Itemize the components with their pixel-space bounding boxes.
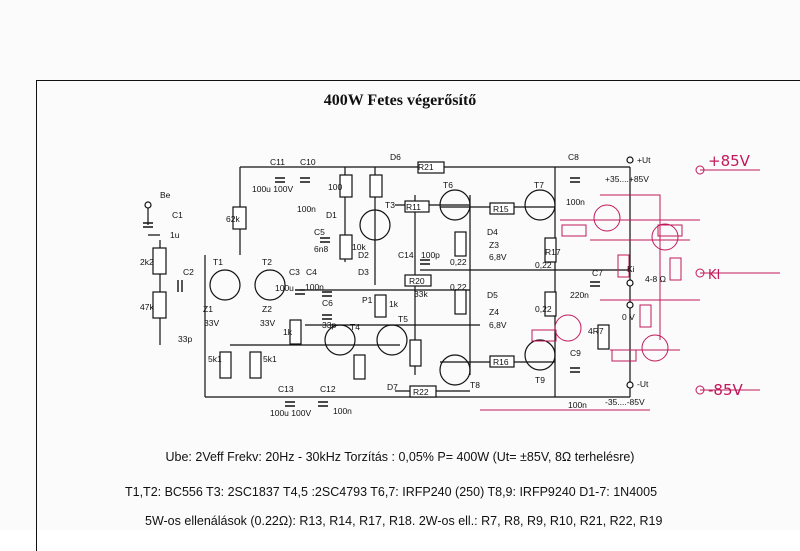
t6-label: T6 — [443, 180, 453, 190]
r-47k: 47k — [140, 302, 154, 312]
r16-label: R16 — [493, 357, 509, 367]
supply-neg-range: -35....-85V — [605, 397, 645, 407]
c7-name: C7 — [592, 268, 603, 278]
r-2k2: 2k2 — [140, 257, 154, 267]
handwritten-ki: KI — [708, 268, 720, 283]
z4-name: Z4 — [489, 307, 499, 317]
input-label: Be — [160, 190, 171, 200]
c3-name: C3 — [289, 267, 300, 277]
d5-label: D5 — [487, 290, 498, 300]
t2-label: T2 — [262, 257, 272, 267]
output-label: Ki — [627, 264, 635, 274]
r-10k: 10k — [352, 242, 366, 252]
ground-label: 0 V — [622, 312, 635, 322]
spec-line-3: 5W-os ellenálások (0.22Ω): R13, R14, R17… — [145, 514, 663, 528]
d4-label: D4 — [487, 227, 498, 237]
t5-label: T5 — [398, 314, 408, 324]
c12-name: C12 — [320, 384, 336, 394]
z1-name: Z1 — [203, 304, 213, 314]
supply-neg-label: -Ut — [637, 379, 649, 389]
r-1k: 1k — [283, 327, 293, 337]
r15-label: R15 — [493, 204, 509, 214]
t1-label: T1 — [213, 257, 223, 267]
handwritten-pos: +85V — [708, 152, 751, 170]
handwritten-neg: -85V — [708, 381, 743, 399]
r-62k: 62k — [226, 214, 240, 224]
c11-value: 100u 100V — [252, 184, 293, 194]
d3-label: D3 — [358, 267, 369, 277]
t7-label: T7 — [534, 180, 544, 190]
c14-name: C14 — [398, 250, 414, 260]
c8-value: 100n — [566, 197, 585, 207]
r20-name: R20 — [409, 276, 425, 286]
p1-name: P1 — [362, 295, 373, 305]
c2-name: C2 — [183, 267, 194, 277]
r-5k1-a: 5k1 — [208, 354, 222, 364]
t8-label: T8 — [470, 380, 480, 390]
c10-value: 100n — [297, 204, 316, 214]
r21-label: R21 — [418, 162, 434, 172]
c12-value: 100n — [333, 406, 352, 416]
c11-name: C11 — [270, 157, 285, 167]
z1-value: 33V — [204, 318, 219, 328]
c3-value: 100u — [275, 283, 294, 293]
c4-name: C4 — [306, 267, 317, 277]
d2-label: D2 — [358, 250, 369, 260]
scanned-page — [0, 0, 800, 530]
c7-value: 220n — [570, 290, 589, 300]
c6-name: C6 — [322, 298, 333, 308]
circuit-schematic: Be C1 1u 2k2 47k C2 33p 62k C11 100u 100… — [140, 152, 780, 418]
r22-label: R22 — [413, 387, 429, 397]
r-0-22-b: 0,22 — [535, 260, 552, 270]
c13-value: 100u 100V — [270, 408, 311, 418]
r-0-22-a: 0,22 — [450, 257, 467, 267]
page-title: 400W Fetes végerősítő — [323, 92, 477, 109]
r-0-22-c: 0,22 — [450, 282, 467, 292]
d1-label: D1 — [326, 210, 337, 220]
c6-value: 33p — [322, 320, 336, 330]
supply-pos-label: +Ut — [637, 155, 651, 165]
c5-value: 6n8 — [314, 244, 328, 254]
z2-value: 33V — [260, 318, 275, 328]
document-frame — [36, 80, 800, 551]
t3-label: T3 — [385, 200, 395, 210]
r-4r7: 4R7 — [588, 326, 604, 336]
r11-label: R11 — [406, 202, 421, 212]
r-5k1-b: 5k1 — [263, 354, 277, 364]
supply-pos-range: +35....+85V — [605, 174, 649, 184]
spec-line-2: T1,T2: BC556 T3: 2SC1837 T4,5 :2SC4793 T… — [125, 485, 658, 499]
c1-value: 1u — [170, 230, 180, 240]
t4-label: T4 — [350, 322, 360, 332]
c14-value: 100p — [421, 250, 440, 260]
z2-name: Z2 — [262, 304, 272, 314]
d7-label: D7 — [387, 382, 398, 392]
load-label: 4-8 Ω — [645, 274, 666, 284]
spec-line-1: Ube: 2Veff Frekv: 20Hz - 30kHz Torzítás … — [165, 450, 635, 464]
c5-name: C5 — [314, 227, 325, 237]
z4-value: 6,8V — [489, 320, 507, 330]
c9-value: 100n — [568, 400, 587, 410]
r-0-22-d: 0,22 — [535, 304, 552, 314]
c10-name: C10 — [300, 157, 316, 167]
r-100-a: 100 — [328, 182, 342, 192]
p1-value: 1k — [389, 299, 399, 309]
r17-label: R17 — [545, 247, 561, 257]
r20-value: 33k — [414, 289, 428, 299]
c9-name: C9 — [570, 348, 581, 358]
d6-label: D6 — [390, 152, 401, 162]
c8-name: C8 — [568, 152, 579, 162]
c2-value: 33p — [178, 334, 192, 344]
z3-value: 6,8V — [489, 252, 507, 262]
t9-label: T9 — [535, 375, 545, 385]
c1-name: C1 — [172, 210, 183, 220]
c4-value: 100n — [305, 282, 324, 292]
z3-name: Z3 — [489, 240, 499, 250]
c13-name: C13 — [278, 384, 294, 394]
